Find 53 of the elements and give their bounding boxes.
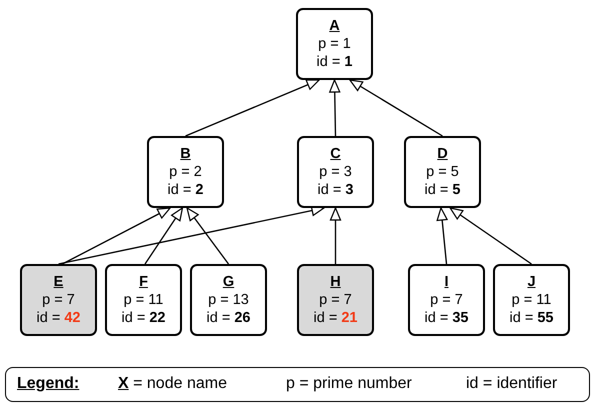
arrow [329,79,340,136]
node-box [297,136,374,208]
identifier-value: id = 3 [318,181,354,199]
identifier-value: id = 42 [36,309,80,327]
prime-value: p = 7 [319,291,352,309]
node-box [190,264,267,336]
node-name: D [437,145,448,163]
prime-value: p = 3 [319,163,352,181]
prime-value: p = 11 [512,291,552,309]
legend-entry: id = identifier [466,375,558,393]
node-name: H [330,273,341,291]
node-box [493,264,570,336]
identifier-value: id = 21 [314,309,358,327]
identifier-value: id = 35 [424,309,468,327]
identifier-value: id = 26 [206,309,250,327]
identifier-value: id = 5 [424,181,460,199]
arrow [144,207,184,264]
prime-value: p = 13 [208,291,249,309]
node-box [147,136,224,208]
arrow [450,207,532,265]
identifier-value: id = 1 [316,53,352,71]
node-box [297,264,374,336]
prime-value: p = 1 [318,35,351,53]
node-name: I [444,273,449,291]
prime-value: p = 5 [426,163,459,181]
node-name: E [54,273,64,291]
arrow [62,207,171,265]
arrow [436,207,448,264]
node-box [404,136,481,208]
node-name: G [222,273,234,291]
legend-entry: p = prime number [286,375,412,393]
arrow [185,79,320,137]
arrow [330,207,342,264]
prime-value: p = 11 [124,291,164,309]
prime-value: p = 7 [42,291,75,309]
prime-value: p = 2 [169,163,202,181]
node-box [20,264,97,336]
node-name: J [527,273,536,291]
prime-value: p = 7 [430,291,463,309]
node-box [296,8,373,80]
node-name: B [180,145,191,163]
legend-title: Legend: [17,375,80,393]
node-box [408,264,485,336]
node-name: F [139,273,148,291]
node-name: A [329,17,340,35]
arrow [186,207,230,264]
node-name: C [330,145,341,163]
node-box [105,264,182,336]
legend-entry: X = node name [118,375,227,393]
arrow [349,79,443,137]
identifier-value: id = 22 [122,309,166,327]
identifier-value: id = 55 [510,309,554,327]
identifier-value: id = 2 [168,181,204,199]
